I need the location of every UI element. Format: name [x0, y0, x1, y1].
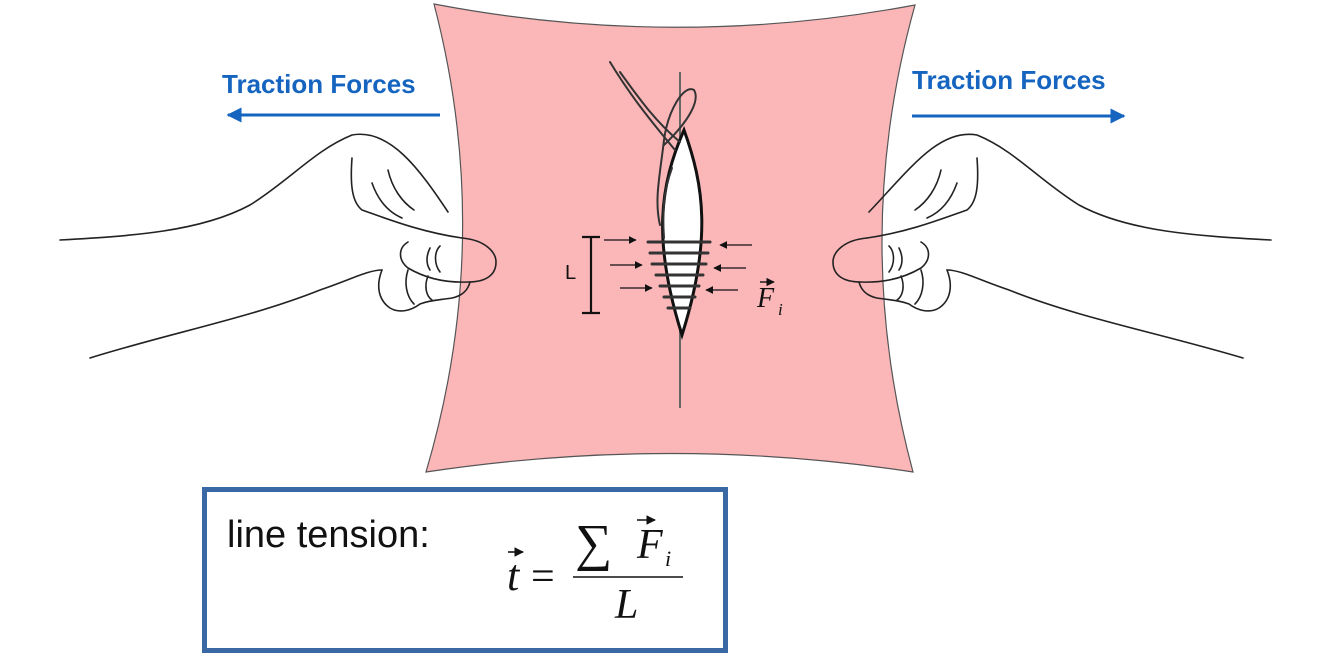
length-bracket — [582, 235, 600, 315]
formula-denominator: L — [614, 582, 638, 628]
suture-thread — [609, 61, 697, 239]
formula-numerator: F — [636, 522, 663, 568]
right-hand — [832, 133, 1272, 359]
svg-text:i: i — [778, 300, 783, 319]
formula-equals: = — [531, 554, 555, 600]
formula-sum: ∑ — [575, 515, 612, 572]
suture-stitches — [646, 240, 712, 310]
length-label: L — [565, 262, 576, 284]
line-tension-formula: t = ∑ F i L — [507, 515, 683, 628]
formula-numerator-subscript: i — [665, 546, 671, 571]
force-symbol: F i — [756, 277, 783, 319]
formula-lhs: t — [507, 551, 521, 600]
traction-label-right: Traction Forces — [912, 65, 1106, 95]
svg-text:F: F — [756, 283, 775, 314]
left-hand — [59, 133, 497, 359]
traction-label-left: Traction Forces — [222, 69, 416, 99]
force-arrows — [604, 236, 752, 294]
formula-box: line tension: t = ∑ F i L — [202, 487, 728, 653]
formula-title: line tension: — [227, 514, 430, 556]
